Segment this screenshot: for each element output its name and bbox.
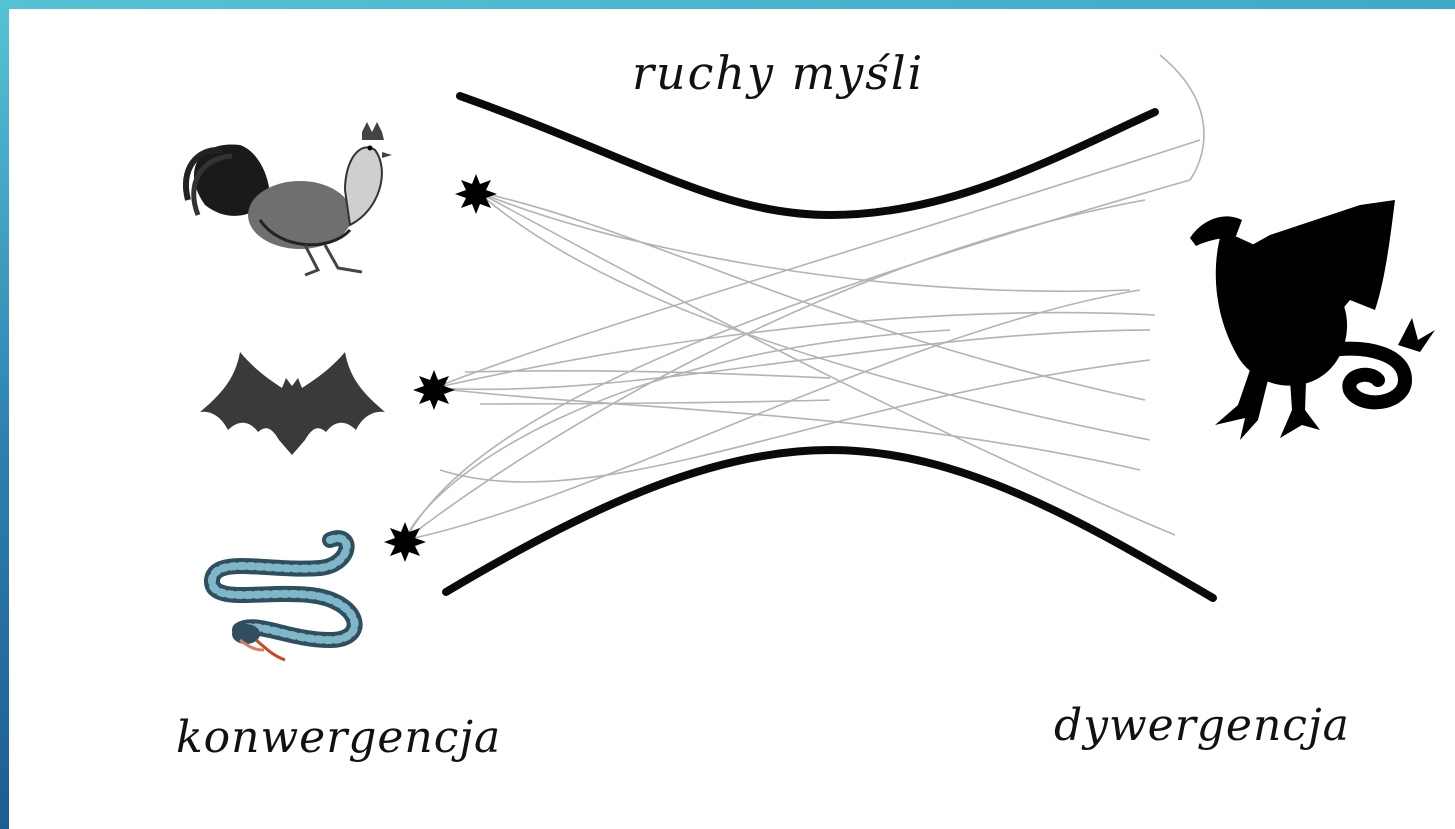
diagram-title: ruchy myśli: [632, 46, 925, 100]
snake-icon: [204, 530, 363, 662]
slide-frame-top: [0, 0, 1455, 9]
upper-boundary-curve: [456, 92, 1159, 220]
slide-frame-left: [0, 0, 9, 829]
rooster-icon: [182, 122, 392, 277]
convergence-label: konwergencja: [176, 712, 502, 763]
burst-icon: [384, 522, 426, 562]
bat-icon: [200, 352, 385, 455]
burst-icon: [413, 370, 455, 410]
thought-threads: [404, 54, 1205, 541]
dragon-icon: [1190, 200, 1435, 440]
lower-boundary-curve: [442, 445, 1217, 602]
burst-icon: [455, 174, 497, 214]
divergence-label: dywergencja: [1054, 700, 1350, 751]
